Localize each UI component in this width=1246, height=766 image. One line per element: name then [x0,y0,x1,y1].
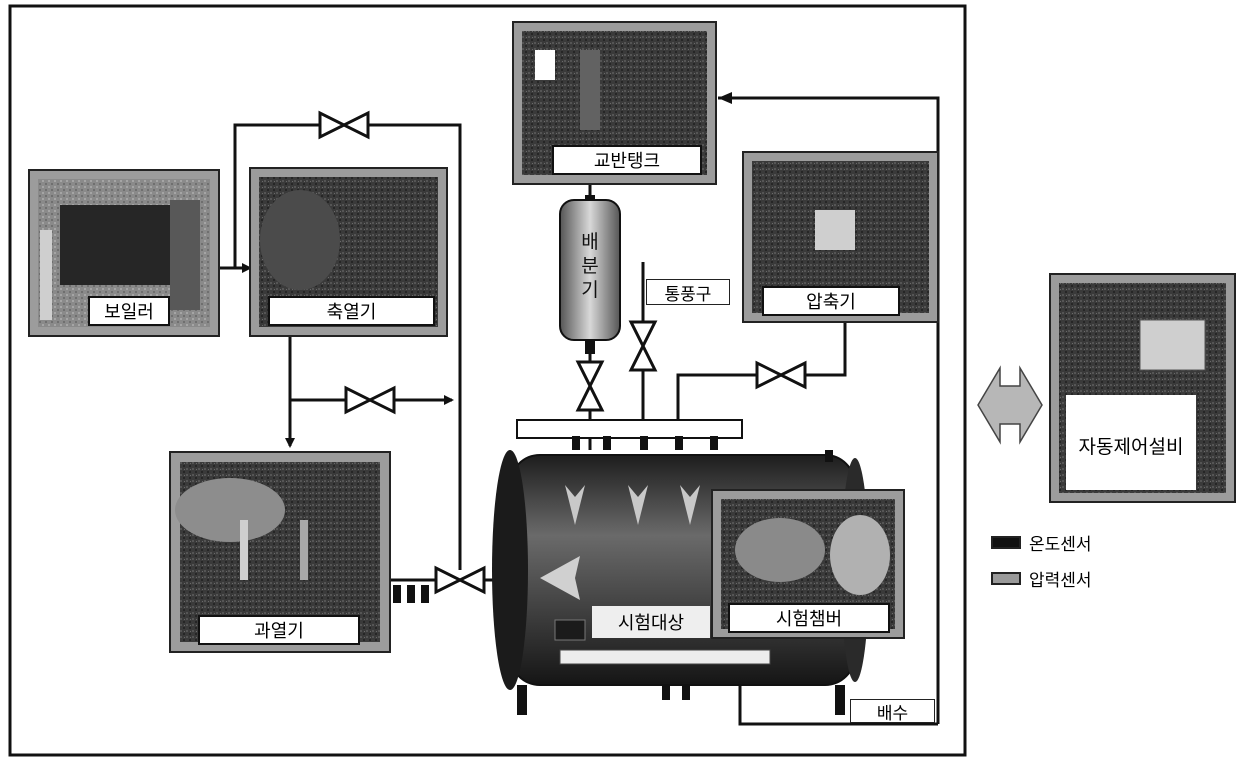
auto-control-label: 자동제어설비 [1070,425,1192,465]
legend-item-pressure: 압력센서 [991,566,1092,591]
distributor-char: 배 [581,230,598,254]
superheater-label: 과열기 [198,615,360,645]
boiler-label: 보일러 [88,296,170,326]
accumulator-label: 축열기 [268,296,435,326]
vent-label: 통풍구 [646,279,730,305]
header-pipe [517,420,742,438]
drain-label: 배수 [850,699,935,723]
test-chamber-label: 시험챔버 [728,603,890,633]
mixing-tank-label: 교반탱크 [552,145,702,175]
distributor-label: 배 분 기 [578,230,602,302]
superheater-stubs [393,585,429,603]
legend-label: 압력센서 [1029,566,1092,591]
distributor-char: 기 [581,278,598,302]
legend-label: 온도센서 [1029,530,1092,555]
distributor-char: 분 [581,254,598,278]
legend-item-temperature: 온도센서 [991,530,1092,555]
compressor-label: 압축기 [762,286,900,316]
pressure-sensor-swatch [991,572,1021,585]
auto-control-photo [1050,274,1235,502]
double-arrow-icon [978,368,1042,442]
temperature-sensor-swatch [991,536,1021,549]
test-target-label: 시험대상 [592,606,710,638]
